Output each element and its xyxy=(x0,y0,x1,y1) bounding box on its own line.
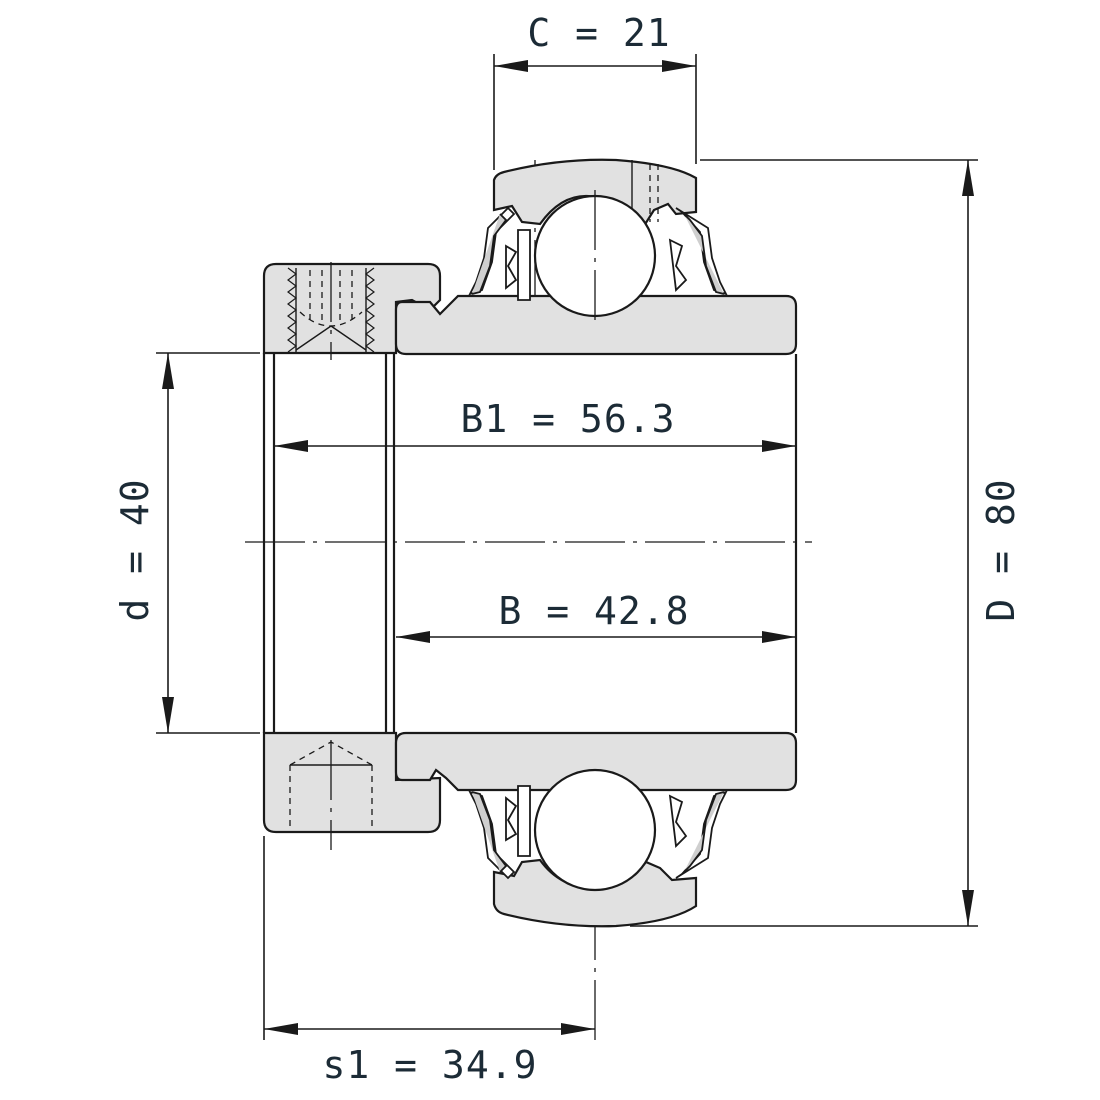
dimension-b xyxy=(396,631,796,643)
inner-ring xyxy=(394,294,798,792)
dimension-c-label: C = 21 xyxy=(527,11,670,55)
dimension-d-outer xyxy=(630,159,978,927)
seal-bottom-right xyxy=(668,790,728,879)
dimension-s1 xyxy=(263,836,595,1040)
ball-bottom xyxy=(533,768,657,892)
seal-top-right xyxy=(668,207,728,296)
dimension-d-outer-label: D = 80 xyxy=(979,478,1023,621)
dimension-b1-label: B1 = 56.3 xyxy=(461,397,676,441)
seal-top-left xyxy=(468,206,531,301)
dimension-b1 xyxy=(274,440,796,452)
inner-ring-bottom xyxy=(394,731,798,792)
inner-ring-top xyxy=(394,294,798,356)
dimension-s1-label: s1 = 34.9 xyxy=(323,1043,538,1087)
dimension-d-bore xyxy=(156,352,260,734)
seal-bottom-left xyxy=(468,785,531,880)
dimension-d-bore-label: d = 40 xyxy=(113,478,157,621)
set-screw-thread xyxy=(287,262,375,360)
dimension-b-label: B = 42.8 xyxy=(498,589,689,633)
collar-drill-hole xyxy=(289,740,373,850)
dimension-c xyxy=(493,54,697,170)
